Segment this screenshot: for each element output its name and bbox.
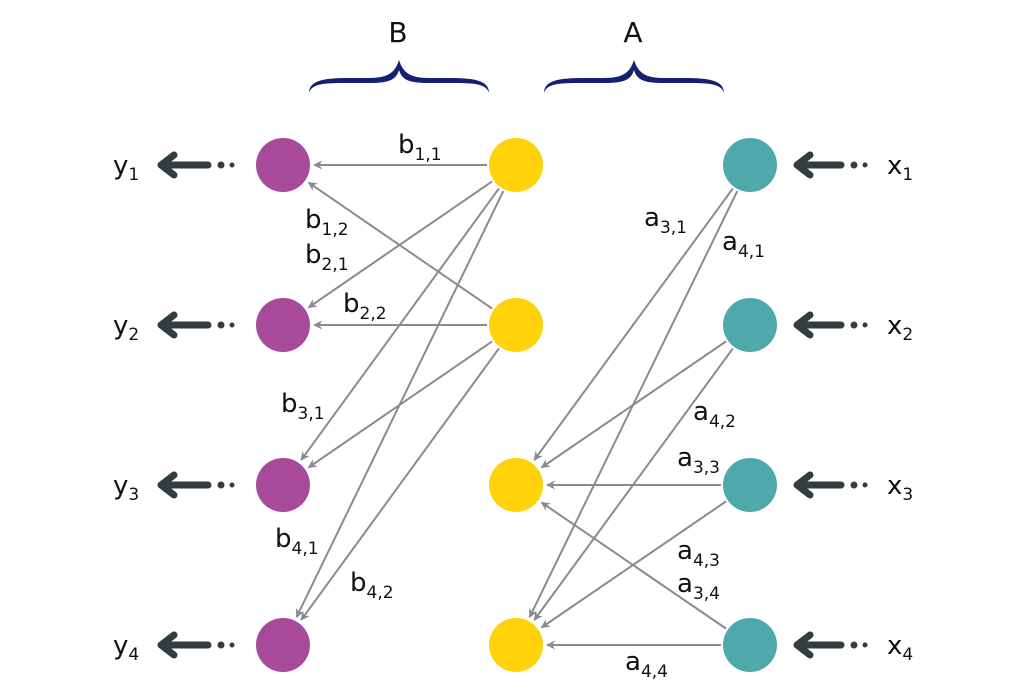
edge-label-b41: b4,1: [275, 524, 319, 559]
input-label-x4: x4: [887, 631, 913, 665]
input-arrow-4: [793, 631, 868, 659]
output-arrow-4: [157, 631, 235, 659]
nodes: [256, 138, 777, 672]
brace-a: [544, 60, 724, 93]
output-node-y1: [256, 138, 310, 192]
matrix-label-a: A: [623, 16, 642, 49]
input-label-x1: x1: [887, 151, 913, 185]
edge-a-3-1: [533, 187, 734, 461]
input-arrow-2: [793, 311, 868, 339]
edge-b-2-1: [307, 180, 493, 309]
b-edge-labels: b1,1 b1,2 b2,1 b2,2 b3,1 b4,1 b4,2: [275, 130, 442, 603]
edge-b-4-1: [295, 190, 505, 618]
output-node-y3: [256, 458, 310, 512]
output-arrow-3: [157, 471, 235, 499]
input-arrow-1: [793, 151, 868, 179]
input-label-x2: x2: [887, 311, 913, 345]
output-label-y4: y4: [113, 631, 139, 665]
edge-a-3-4: [540, 501, 727, 630]
edge-b-3-1: [300, 187, 500, 461]
matrix-label-b: B: [388, 16, 407, 49]
input-node-x4: [723, 618, 777, 672]
input-node-x1: [723, 138, 777, 192]
edge-label-b42: b4,2: [350, 568, 394, 603]
input-node-x3: [723, 458, 777, 512]
hidden-node-h1: [489, 138, 543, 192]
input-label-x3: x3: [887, 471, 913, 505]
edge-label-a42: a4,2: [693, 397, 736, 432]
edge-label-b21: b2,1: [305, 240, 349, 275]
output-arrow-2: [157, 311, 235, 339]
input-labels: x1 x2 x3 x4: [887, 151, 913, 665]
output-labels: y1 y2 y3 y4: [113, 151, 139, 665]
io-arrows: [157, 151, 868, 659]
output-node-y2: [256, 298, 310, 352]
output-label-y2: y2: [113, 311, 139, 345]
input-arrow-3: [793, 471, 868, 499]
edge-label-a33: a3,3: [677, 443, 720, 478]
edge-label-b12: b1,2: [305, 205, 349, 240]
edge-label-b31: b3,1: [281, 389, 325, 424]
edge-label-a34: a3,4: [677, 569, 720, 604]
a-edge-labels: a3,1 a4,1 a4,2 a3,3 a4,3 a3,4 a4,4: [625, 203, 765, 682]
edge-label-a31: a3,1: [644, 203, 687, 238]
output-label-y1: y1: [113, 151, 139, 185]
hidden-node-h4: [489, 618, 543, 672]
hidden-node-h2: [489, 298, 543, 352]
edge-label-a43: a4,3: [677, 536, 720, 571]
edge-a-3-2: [540, 340, 727, 469]
edge-label-b22: b2,2: [343, 289, 387, 324]
edge-label-a41: a4,1: [722, 227, 765, 262]
output-arrow-1: [157, 151, 235, 179]
edges: [295, 160, 739, 650]
edge-label-b11: b1,1: [398, 130, 442, 165]
brace-b: [309, 60, 489, 93]
input-node-x2: [723, 298, 777, 352]
output-node-y4: [256, 618, 310, 672]
output-label-y3: y3: [113, 471, 139, 505]
edge-label-a44: a4,4: [625, 647, 668, 682]
hidden-node-h3: [489, 458, 543, 512]
edge-b-4-2: [300, 347, 500, 621]
